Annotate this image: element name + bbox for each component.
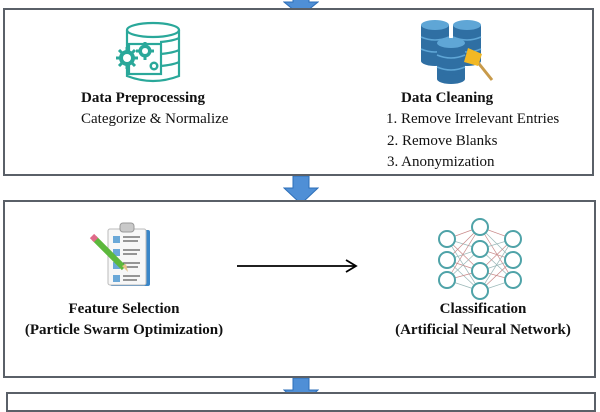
network-edge (479, 226, 514, 281)
network-node (471, 218, 489, 236)
network-node (438, 230, 456, 248)
network-node (471, 282, 489, 300)
data-cleaning-step-1: 1. Remove Irrelevant Entries (386, 111, 560, 127)
network-node (504, 251, 522, 269)
database-broom-icon (420, 19, 494, 85)
classification-title: Classification (439, 301, 527, 317)
network-node (438, 251, 456, 269)
network-node (504, 230, 522, 248)
flow-arrow-middle (283, 176, 319, 205)
data-preprocessing-title: Data Preprocessing (81, 90, 206, 106)
modeling-stage-box (3, 200, 596, 378)
preprocessing-stage-box (3, 8, 594, 176)
clipboard-checklist-icon (89, 222, 150, 286)
network-node (438, 271, 456, 289)
network-node (471, 262, 489, 280)
next-stage-box (6, 392, 596, 412)
database-gears-icon (116, 21, 181, 83)
data-cleaning-step-3: 3. Anonymization (387, 154, 495, 170)
network-edge (446, 226, 481, 281)
neural-network-icon (438, 218, 522, 300)
network-node (504, 271, 522, 289)
classification-subtitle: (Artificial Neural Network) (395, 322, 571, 338)
feature-selection-title: Feature Selection (68, 301, 180, 317)
network-node (471, 240, 489, 258)
network-edge (479, 238, 514, 292)
connector-arrow-right (237, 259, 358, 273)
data-preprocessing-subtitle: Categorize & Normalize (81, 111, 229, 127)
network-edge (446, 238, 481, 292)
data-cleaning-step-2: 2. Remove Blanks (387, 133, 498, 149)
feature-selection-subtitle: (Particle Swarm Optimization) (24, 322, 224, 338)
data-cleaning-title: Data Cleaning (401, 90, 494, 106)
